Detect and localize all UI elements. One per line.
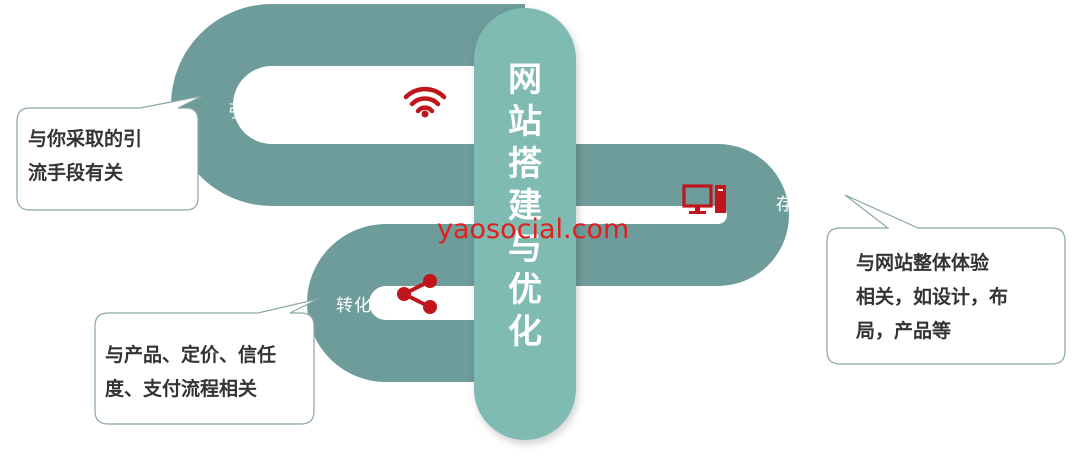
watermark: yaosocial.com <box>437 214 630 245</box>
title-char: 网 <box>508 60 542 100</box>
callout-attract-text: 与你采取的引 流手段有关 <box>28 122 142 190</box>
page-title: 网 站 搭 建 与 优 化 <box>474 8 576 440</box>
computer-icon <box>682 184 726 214</box>
callout-attract-bubble <box>16 95 203 211</box>
title-char: 优 <box>508 270 542 310</box>
callout-retain-text: 与网站整体体验 相关，如设计，布 局，产品等 <box>856 246 1008 348</box>
title-char: 建 <box>508 186 542 226</box>
track-top-loop <box>171 3 592 206</box>
wifi-icon <box>403 86 447 118</box>
track-middle-loop <box>525 144 789 286</box>
callout-line: 局，产品等 <box>856 320 952 342</box>
stage-label-retain: 存留 <box>776 195 812 215</box>
title-char: 化 <box>508 312 542 352</box>
title-char: 搭 <box>508 144 542 184</box>
title-char: 站 <box>508 102 542 142</box>
callout-line: 与产品、定价、信任 <box>105 344 277 366</box>
callout-convert-bubble <box>94 298 319 425</box>
callout-convert-text: 与产品、定价、信任 度、支付流程相关 <box>105 338 276 406</box>
title-pillar <box>474 8 576 440</box>
track-bottom-loop <box>307 224 525 382</box>
callout-line: 与网站整体体验 <box>856 252 990 274</box>
stage-label-attract: 引流 <box>228 102 264 122</box>
callout-line: 流手段有关 <box>28 162 124 184</box>
callout-line: 与你采取的引 <box>28 128 143 150</box>
callout-line: 相关，如设计，布 <box>856 286 1009 308</box>
share-icon <box>397 274 437 314</box>
callout-retain-bubble <box>826 194 1066 365</box>
title-char: 与 <box>508 228 542 268</box>
stage-label-convert: 转化 <box>336 296 372 316</box>
callout-line: 度、支付流程相关 <box>105 378 258 400</box>
